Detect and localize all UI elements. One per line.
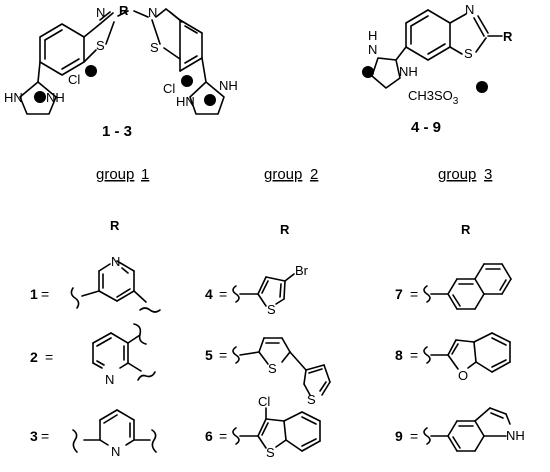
nh-label-mono: NH: [399, 64, 418, 79]
compound-5-atom-s1: S: [268, 361, 277, 376]
mono-imidazoline-ring: [371, 57, 401, 89]
wavy-bond-icon: [423, 346, 431, 364]
compound-1-atom-n: N: [111, 254, 120, 269]
compound-6-atom-cl: Cl: [258, 394, 270, 409]
mono-compound-structure: [371, 9, 503, 89]
left-imidazoline-ring: [19, 81, 57, 115]
mono-r-label: R: [503, 29, 513, 44]
wavy-bond-icon: [232, 285, 240, 303]
compound-range-4-9: 4 - 9: [411, 119, 441, 136]
wavy-bond-icon: [232, 427, 240, 445]
group-2-heading-num: 2: [310, 166, 318, 183]
compound-2-atom-n: N: [105, 372, 114, 387]
atom-n-mono-nh: N: [368, 42, 377, 57]
compound-8-equals: =: [410, 347, 418, 363]
compound-9-atom-nh: NH: [506, 428, 525, 443]
group-3-heading-word: group: [438, 166, 476, 183]
group-2-heading-word: group: [264, 166, 302, 183]
compound-4-structure: [232, 273, 295, 307]
compound-3-equals: =: [41, 428, 49, 444]
compound-1-number: 1: [30, 286, 38, 302]
compound-2-structure: [92, 323, 156, 381]
atom-n-left: N: [96, 5, 105, 20]
wavy-bond-icon: [423, 427, 431, 445]
compound-1-equals: =: [41, 286, 49, 302]
group-1-r-header: R: [110, 218, 120, 233]
hn-label-right: HN: [176, 94, 195, 109]
compound-5-atom-s2: S: [307, 392, 316, 407]
compound-9-structure: [423, 407, 511, 452]
compound-8-atom-o: O: [458, 368, 468, 383]
compound-6-equals: =: [219, 428, 227, 444]
wavy-bond-icon: [232, 346, 240, 364]
compound-3-atom-n: N: [111, 444, 120, 459]
group-3-r-header: R: [461, 222, 471, 237]
compound-9-equals: =: [410, 428, 418, 444]
compound-6-number: 6: [205, 428, 213, 444]
wavy-bond-icon: [423, 285, 431, 303]
compound-8-structure: [423, 332, 511, 373]
mesylate-label: CH3SO3: [408, 88, 459, 107]
group-1-heading-num: 1: [141, 166, 149, 183]
chloride-right: Cl: [163, 81, 175, 96]
group-2-r-header: R: [280, 222, 290, 237]
compound-8-number: 8: [395, 347, 403, 363]
hn-label-left: HN: [4, 90, 23, 105]
wavy-bond-icon: [72, 429, 78, 453]
atom-s-mono: S: [464, 46, 473, 61]
compound-2-number: 2: [30, 349, 38, 365]
nh-label-left: NH: [46, 90, 65, 105]
compound-2-equals: =: [45, 349, 53, 365]
group-3-heading-num: 3: [484, 166, 492, 183]
compound-7-number: 7: [395, 286, 403, 302]
atom-s-right: S: [150, 40, 159, 55]
nh-label-right: NH: [219, 78, 238, 93]
atom-h-mono: H: [368, 28, 377, 43]
wavy-bond-icon: [139, 307, 161, 313]
atom-n-right: N: [148, 5, 157, 20]
wavy-bond-icon: [133, 323, 147, 345]
group-1-heading-word: group: [96, 166, 134, 183]
right-imidazoline-ring: [189, 81, 225, 115]
compound-4-atom-br: Br: [295, 263, 309, 278]
wavy-bond-icon: [70, 287, 80, 309]
left-benzene-ring: [39, 23, 85, 76]
compound-5-equals: =: [219, 347, 227, 363]
wavy-bond-icon: [151, 429, 157, 453]
atom-n-mono: N: [465, 2, 474, 17]
wavy-bond-icon: [137, 371, 156, 381]
compound-4-equals: =: [219, 286, 227, 302]
compound-5-number: 5: [205, 347, 213, 363]
compound-4-number: 4: [205, 286, 213, 302]
linker-r-label: R: [119, 3, 129, 18]
compound-6-atom-s: S: [266, 445, 275, 460]
compound-4-atom-s: S: [267, 302, 276, 317]
compound-3-structure: [72, 409, 157, 453]
bis-compound-structure: [19, 8, 225, 115]
atom-s-left: S: [96, 38, 105, 53]
compound-9-number: 9: [395, 428, 403, 444]
compound-7-equals: =: [410, 286, 418, 302]
compound-7-structure: [423, 263, 512, 310]
compound-range-1-3: 1 - 3: [102, 123, 132, 140]
compound-3-number: 3: [30, 428, 38, 444]
compound-1-structure: [70, 260, 161, 313]
chloride-left: Cl: [68, 72, 80, 87]
compound-5-structure: [232, 337, 331, 396]
compound-6-structure: [232, 407, 321, 452]
